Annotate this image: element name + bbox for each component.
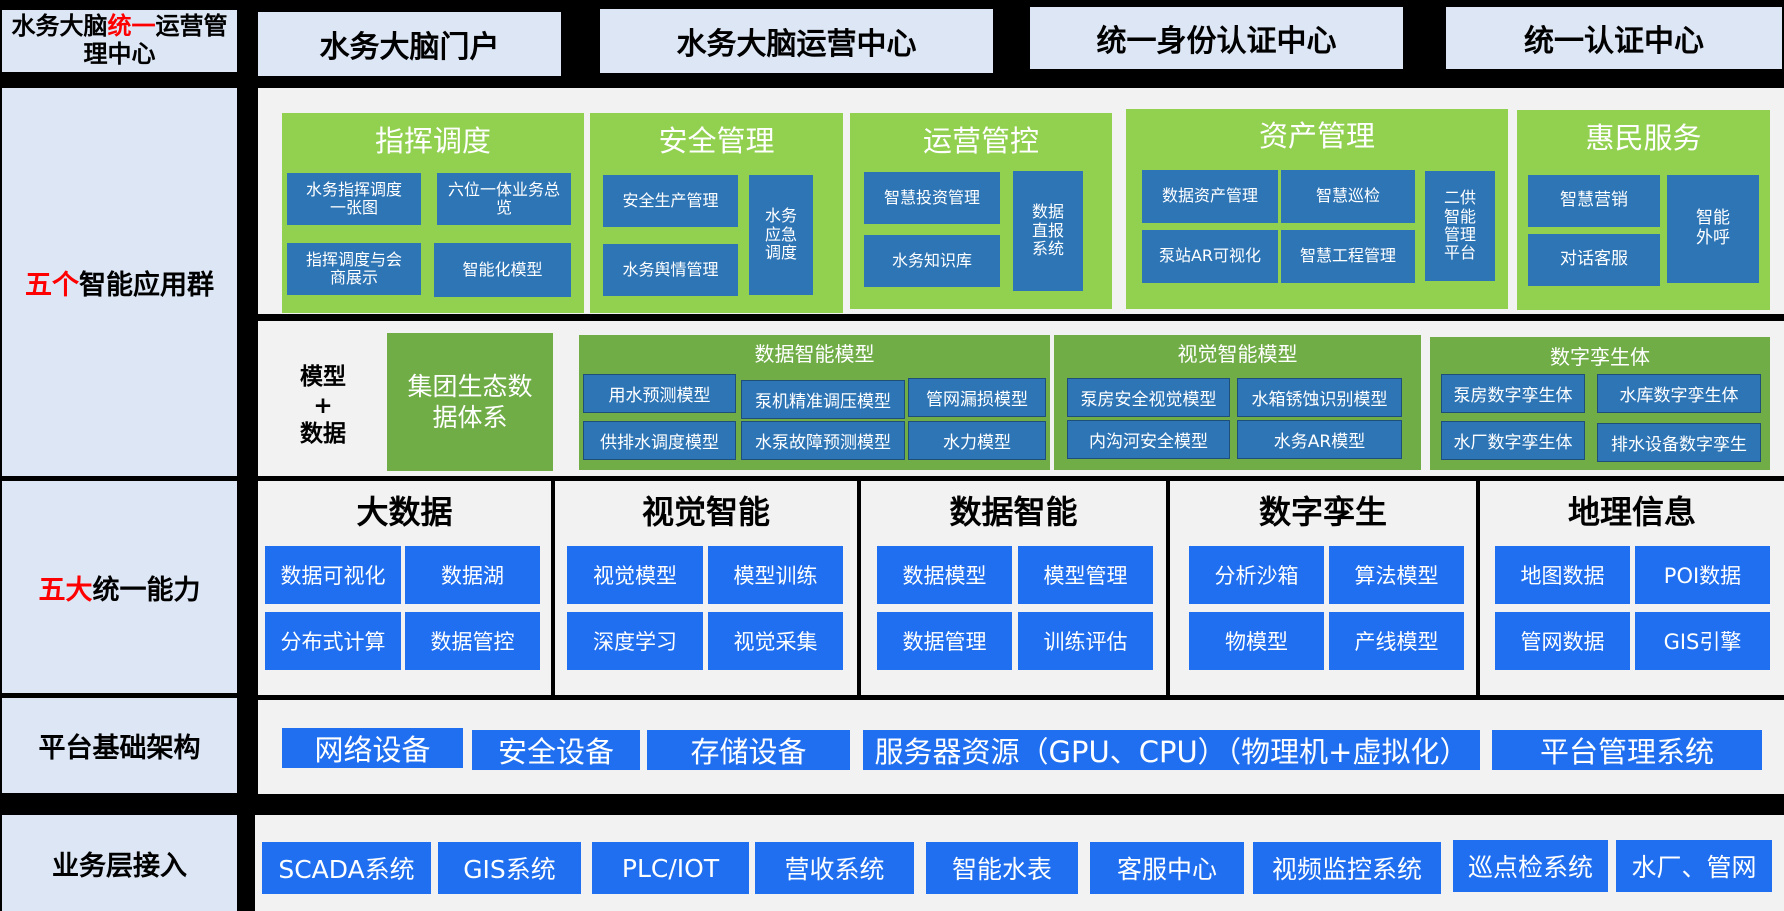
- header-tab-auth[interactable]: 统一认证中心: [1446, 7, 1782, 69]
- abilities-divider: [1476, 481, 1480, 695]
- left-label-abilities: 五大统一能力: [2, 481, 237, 693]
- ability-item[interactable]: POI数据: [1635, 546, 1770, 604]
- abilities-divider: [1166, 481, 1170, 695]
- app-item[interactable]: 智慧投资管理: [864, 172, 1000, 224]
- ability-item[interactable]: 数据模型: [877, 546, 1012, 604]
- header-corner-title: 水务大脑统一运营管理中心: [2, 10, 237, 72]
- ability-item[interactable]: 算法模型: [1329, 546, 1464, 604]
- infra-item-network[interactable]: 网络设备: [282, 728, 463, 768]
- ability-item[interactable]: 地图数据: [1495, 546, 1630, 604]
- model-item[interactable]: 用水预测模型: [583, 374, 736, 413]
- ability-item[interactable]: 分析沙箱: [1189, 546, 1324, 604]
- infra-item-storage[interactable]: 存储设备: [647, 730, 850, 770]
- app-item[interactable]: 智慧营销: [1528, 175, 1660, 227]
- app-item[interactable]: 数据资产管理: [1142, 170, 1278, 223]
- app-item[interactable]: 安全生产管理: [603, 175, 738, 227]
- app-group-title: 运营管控: [922, 124, 1039, 158]
- ability-title: 视觉智能: [641, 493, 770, 531]
- left-label-infra: 平台基础架构: [2, 698, 237, 793]
- ecosystem-data-box[interactable]: 集团生态数据体系: [387, 333, 553, 471]
- ability-item[interactable]: 数据管理: [877, 612, 1012, 670]
- app-item[interactable]: 对话客服: [1528, 234, 1660, 286]
- app-group-title: 安全管理: [658, 124, 775, 158]
- ability-item[interactable]: 模型管理: [1018, 546, 1153, 604]
- access-item-smart-meter[interactable]: 智能水表: [926, 842, 1078, 894]
- access-item-service-center[interactable]: 客服中心: [1090, 842, 1244, 894]
- model-data-label: 模型 + 数据: [300, 363, 346, 448]
- model-item[interactable]: 管网漏损模型: [908, 378, 1046, 417]
- access-item-inspection[interactable]: 巡点检系统: [1453, 840, 1608, 892]
- model-item[interactable]: 水库数字孪生体: [1597, 374, 1761, 413]
- model-item[interactable]: 泵房数字孪生体: [1441, 374, 1585, 413]
- app-item[interactable]: 水务应急调度: [749, 175, 813, 295]
- app-group-title: 资产管理: [1258, 119, 1375, 153]
- model-item[interactable]: 排水设备数字孪生: [1597, 423, 1761, 462]
- access-item-gis[interactable]: GIS系统: [438, 842, 581, 894]
- app-item[interactable]: 泵站AR可视化: [1142, 230, 1278, 283]
- ability-item[interactable]: 产线模型: [1329, 612, 1464, 670]
- ability-item[interactable]: 物模型: [1189, 612, 1324, 670]
- abilities-divider: [857, 481, 861, 695]
- access-item-video-monitor[interactable]: 视频监控系统: [1253, 842, 1441, 894]
- left-label-apps: 五个智能应用群: [2, 88, 237, 476]
- ability-item[interactable]: 视觉模型: [567, 546, 703, 604]
- infra-item-platform-mgmt[interactable]: 平台管理系统: [1492, 730, 1762, 770]
- model-item[interactable]: 水泵故障预测模型: [741, 421, 905, 460]
- header-tab-operations[interactable]: 水务大脑运营中心: [600, 9, 993, 73]
- app-item[interactable]: 水务知识库: [864, 235, 1000, 287]
- model-item[interactable]: 泵机精准调压模型: [741, 380, 905, 419]
- model-item[interactable]: 水厂数字孪生体: [1441, 421, 1585, 460]
- left-label-access: 业务层接入: [2, 815, 237, 911]
- model-group-title: 数字孪生体: [1550, 344, 1650, 369]
- access-item-scada[interactable]: SCADA系统: [262, 842, 431, 894]
- access-item-revenue[interactable]: 营收系统: [755, 842, 914, 894]
- model-item[interactable]: 泵房安全视觉模型: [1067, 378, 1230, 417]
- ability-item[interactable]: 数据管控: [405, 612, 540, 670]
- ability-title: 数字孪生: [1258, 493, 1387, 531]
- ability-item[interactable]: 深度学习: [567, 612, 703, 670]
- model-item[interactable]: 水务AR模型: [1237, 420, 1402, 459]
- app-item[interactable]: 六位一体业务总览: [437, 173, 571, 225]
- app-item[interactable]: 智能外呼: [1667, 175, 1759, 283]
- header-tab-portal[interactable]: 水务大脑门户: [258, 12, 561, 76]
- app-item[interactable]: 智慧工程管理: [1281, 230, 1415, 283]
- ability-item[interactable]: 视觉采集: [708, 612, 843, 670]
- ability-title: 数据智能: [949, 493, 1078, 531]
- ability-item[interactable]: 数据湖: [405, 546, 540, 604]
- app-item[interactable]: 智慧巡检: [1281, 170, 1415, 223]
- corner-title-text: 水务大脑统一运营管理中心: [11, 12, 228, 68]
- app-item[interactable]: 二供智能管理平台: [1425, 171, 1495, 281]
- app-item[interactable]: 数据直报系统: [1013, 171, 1083, 291]
- app-item[interactable]: 指挥调度与会商展示: [287, 243, 421, 295]
- ability-item[interactable]: 管网数据: [1495, 612, 1630, 670]
- model-group-title: 数据智能模型: [754, 341, 875, 366]
- access-item-plc-iot[interactable]: PLC/IOT: [592, 842, 749, 894]
- ability-item[interactable]: 数据可视化: [265, 546, 401, 604]
- app-group-title: 惠民服务: [1585, 121, 1702, 155]
- app-item[interactable]: 智能化模型: [434, 243, 571, 297]
- app-item[interactable]: 水务舆情管理: [603, 244, 738, 296]
- model-group-title: 视觉智能模型: [1177, 341, 1298, 366]
- abilities-divider: [551, 481, 555, 695]
- model-item[interactable]: 内沟河安全模型: [1067, 420, 1230, 459]
- ability-item[interactable]: GIS引擎: [1635, 612, 1770, 670]
- access-item-plant-network[interactable]: 水厂、管网: [1616, 840, 1772, 892]
- infra-item-server[interactable]: 服务器资源（GPU、CPU）（物理机+虚拟化）: [863, 730, 1480, 770]
- infra-item-security[interactable]: 安全设备: [472, 730, 640, 770]
- ability-item[interactable]: 模型训练: [708, 546, 843, 604]
- ability-title: 地理信息: [1567, 493, 1696, 531]
- model-item[interactable]: 水箱锈蚀识别模型: [1237, 378, 1402, 417]
- ability-item[interactable]: 训练评估: [1018, 612, 1153, 670]
- model-item[interactable]: 水力模型: [908, 421, 1046, 460]
- model-item[interactable]: 供排水调度模型: [583, 421, 736, 460]
- ability-item[interactable]: 分布式计算: [265, 612, 401, 670]
- app-group-title: 指挥调度: [374, 124, 491, 158]
- ability-title: 大数据: [356, 493, 453, 531]
- app-item[interactable]: 水务指挥调度一张图: [287, 173, 421, 225]
- header-tab-identity[interactable]: 统一身份认证中心: [1030, 7, 1403, 69]
